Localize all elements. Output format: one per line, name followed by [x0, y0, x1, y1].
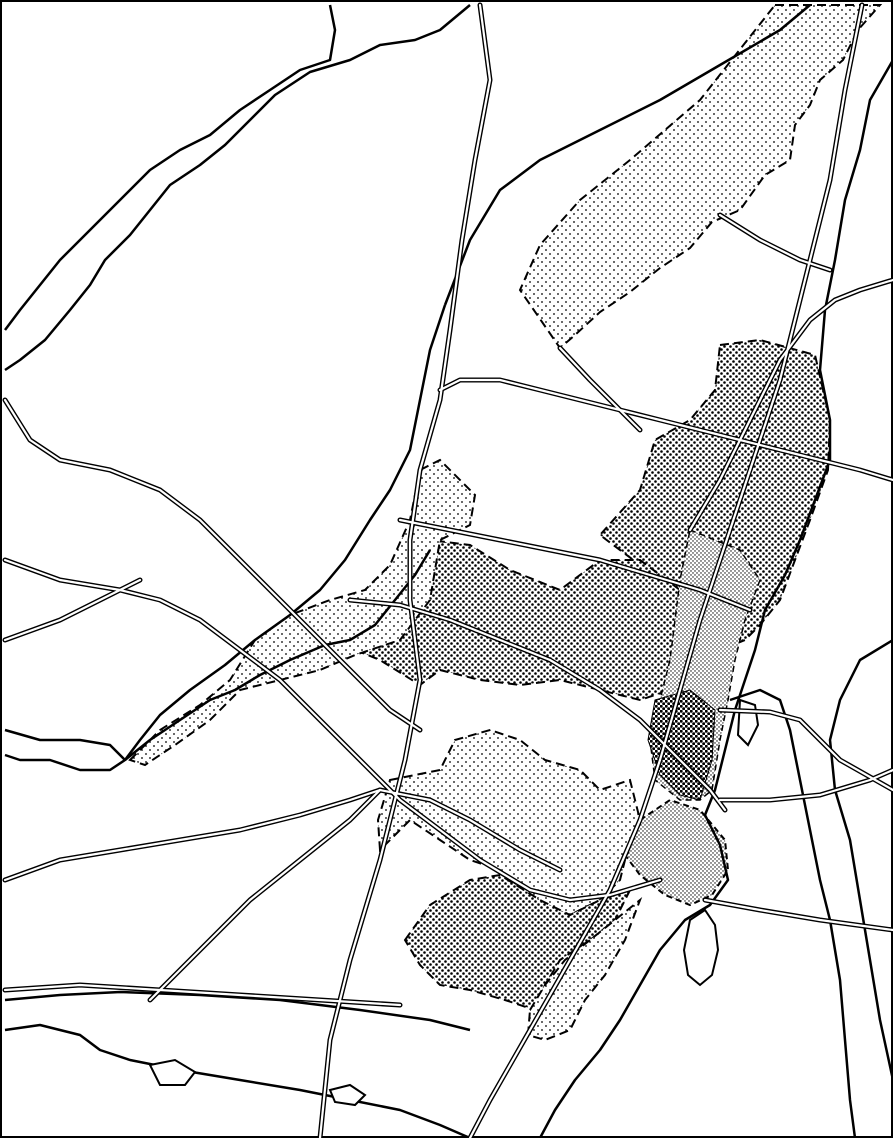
shorelines — [4, 4, 893, 1138]
zone-northeast — [518, 4, 883, 350]
zone-south-tip — [526, 896, 643, 1042]
zone-south — [376, 728, 642, 922]
zone-center-dense — [647, 689, 716, 801]
zone-downtown — [623, 798, 730, 907]
zones — [128, 4, 883, 1042]
zone-middle-band — [353, 538, 702, 702]
